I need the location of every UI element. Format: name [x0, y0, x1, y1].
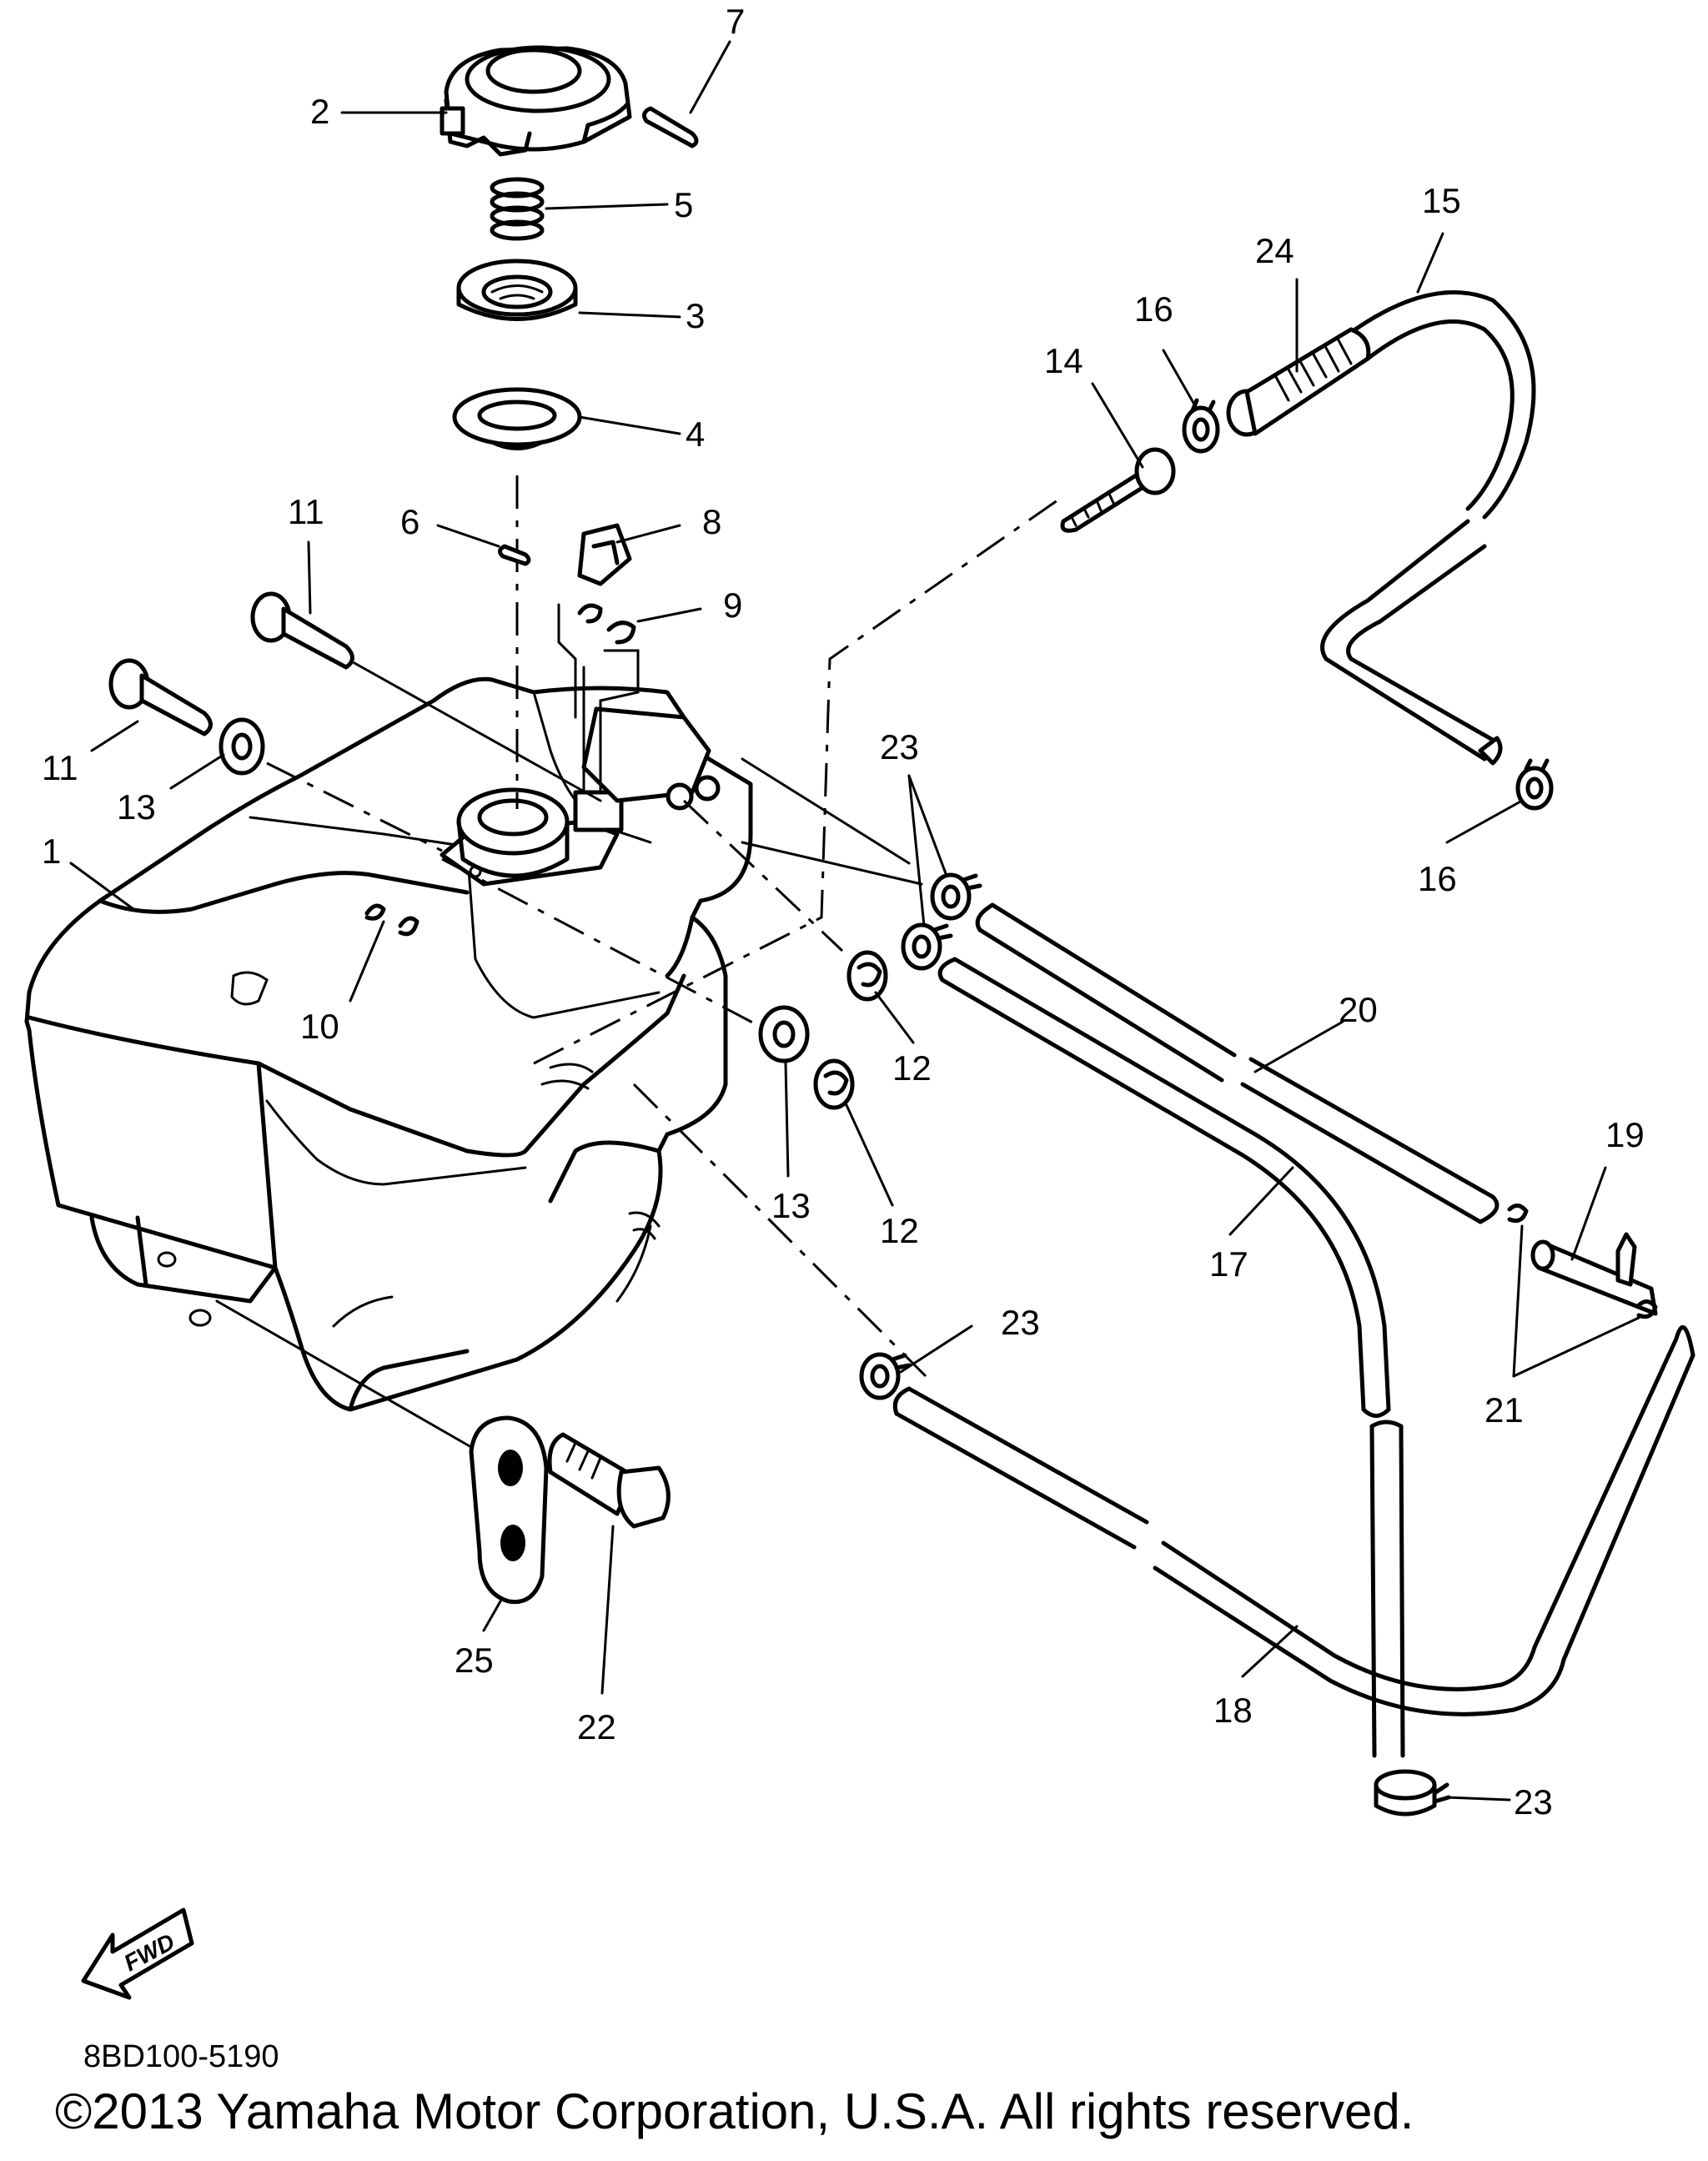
callout-3: 3 [686, 296, 705, 335]
clamp-9 [557, 603, 640, 794]
callout-11-lower: 11 [42, 748, 78, 787]
clamp-23-b [901, 922, 953, 971]
clip-10 [364, 903, 419, 937]
filler-cap [440, 45, 632, 157]
callout-13-upper: 13 [117, 787, 156, 827]
joint-19 [1530, 1232, 1658, 1316]
callout-1: 1 [42, 832, 61, 871]
callout-11-upper: 11 [288, 492, 324, 531]
clamp-23-c [859, 1352, 912, 1400]
callout-14: 14 [1044, 341, 1083, 380]
fwd-arrow-icon: FWD [81, 1907, 194, 2000]
callout-25: 25 [455, 1641, 494, 1680]
small-pin-6 [498, 544, 531, 566]
clamp-16-upper [1182, 398, 1220, 454]
bolt-22 [547, 1432, 671, 1529]
hose-17 [937, 957, 1405, 1758]
clamp-16-lower [1515, 758, 1554, 811]
leader-lines [69, 40, 1640, 1802]
callout-23-a: 23 [880, 727, 919, 766]
drawing-code: 8BD100-5190 [83, 2039, 279, 2074]
callout-9: 9 [723, 585, 742, 625]
callout-10: 10 [300, 1007, 339, 1046]
bolt-11-lower [108, 658, 213, 736]
callout-21: 21 [1484, 1390, 1524, 1430]
callout-15: 15 [1422, 181, 1461, 220]
callout-16-lower: 16 [1418, 859, 1457, 898]
hose-20 [975, 902, 1500, 1224]
collar-12-lower [813, 1058, 855, 1110]
cap-pin [641, 106, 699, 148]
callout-24: 24 [1255, 231, 1294, 270]
callout-13-lower: 13 [771, 1186, 811, 1225]
clamp-23-a [930, 872, 982, 921]
cap-seal [456, 259, 578, 321]
callout-2: 2 [310, 92, 329, 131]
callout-8: 8 [702, 502, 721, 541]
callout-20: 20 [1339, 990, 1378, 1029]
callout-16-upper: 16 [1134, 289, 1173, 329]
callout-6: 6 [400, 502, 419, 541]
clip-8 [577, 523, 632, 586]
hose-18 [892, 1325, 1695, 1716]
callout-5: 5 [674, 185, 693, 224]
bolt-11-upper [250, 591, 354, 670]
callout-7: 7 [726, 2, 745, 41]
callout-23-b: 23 [1001, 1303, 1040, 1342]
callout-numbers: 7 2 5 3 4 6 8 9 11 11 13 1 10 23 12 13 1… [42, 2, 1645, 1822]
callout-22: 22 [577, 1707, 616, 1746]
cap-gasket [452, 387, 582, 450]
callout-18: 18 [1213, 1691, 1253, 1730]
callout-23-c: 23 [1514, 1782, 1553, 1822]
callout-12-upper: 12 [892, 1048, 932, 1088]
bracket-25 [469, 1415, 549, 1605]
grommet-13-upper [219, 717, 265, 776]
grommet-13-lower [758, 1005, 810, 1063]
clamp-21 [1507, 1204, 1658, 1319]
collar-12-upper [846, 950, 888, 1002]
hose-15 [1320, 290, 1536, 766]
copyright-notice: ©2013 Yamaha Motor Corporation, U.S.A. A… [55, 2083, 1414, 2139]
hose-24 [1226, 327, 1371, 437]
cap-spring [490, 177, 545, 241]
callout-12-lower: 12 [880, 1211, 919, 1250]
callout-19: 19 [1605, 1115, 1645, 1154]
callout-17: 17 [1209, 1244, 1248, 1284]
filler-neck [440, 706, 721, 887]
callout-4: 4 [686, 415, 705, 454]
clamp-23-d [1374, 1769, 1451, 1817]
bolt-14 [1060, 447, 1176, 533]
